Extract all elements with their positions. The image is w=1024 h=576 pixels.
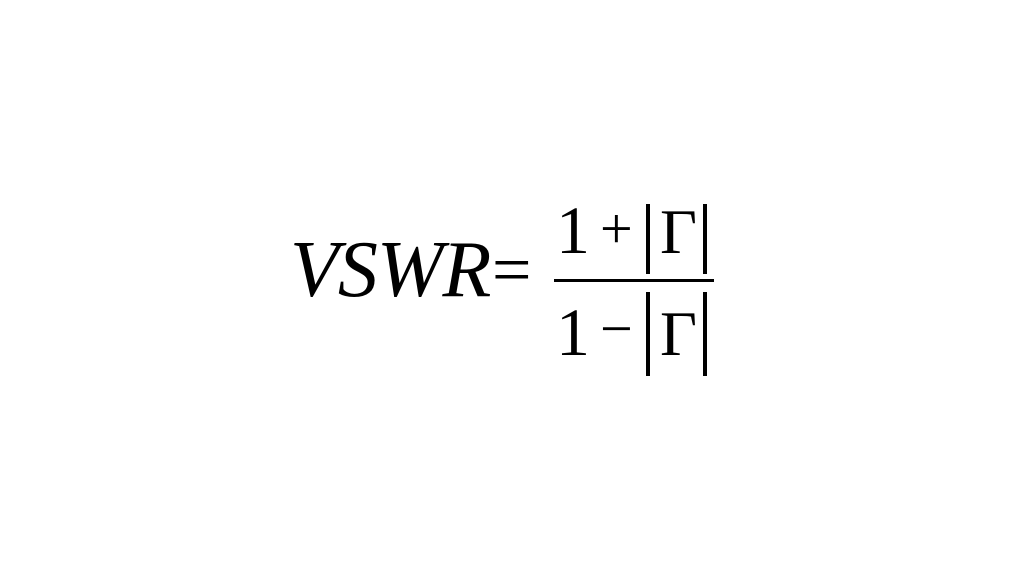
gamma-symbol-den: Γ <box>660 298 697 369</box>
plus-sign: + <box>600 196 633 261</box>
fraction-bar <box>554 279 714 282</box>
formula-lhs-vswr: VSWR <box>290 226 491 314</box>
denominator-one: 1 <box>556 294 590 370</box>
abs-bar-left-num <box>646 204 650 274</box>
minus-sign: − <box>600 296 633 361</box>
numerator-one: 1 <box>556 192 590 268</box>
gamma-symbol-num: Γ <box>660 196 697 267</box>
abs-bar-right-den <box>703 292 707 376</box>
abs-bar-left-den <box>646 292 650 376</box>
equals-sign: = <box>492 232 532 309</box>
abs-bar-right-num <box>703 204 707 274</box>
